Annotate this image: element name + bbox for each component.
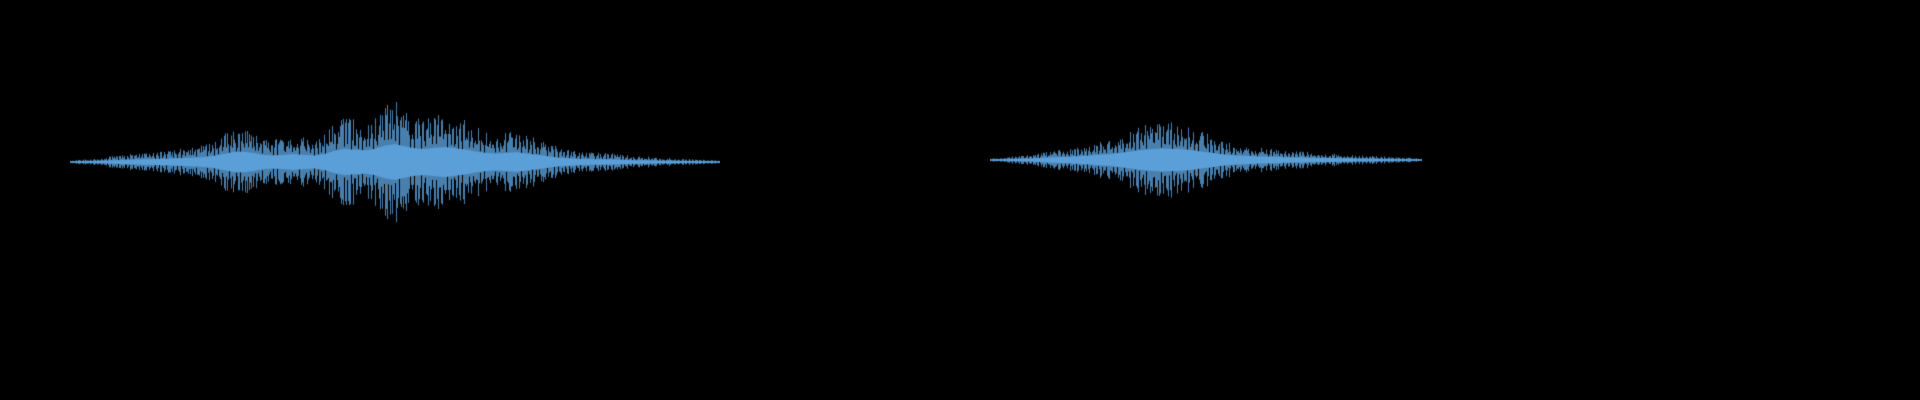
waveform-1-canvas[interactable] bbox=[70, 98, 720, 226]
waveform-2-canvas[interactable] bbox=[990, 116, 1422, 204]
waveform-1[interactable] bbox=[70, 98, 720, 226]
waveform-2[interactable] bbox=[990, 116, 1422, 204]
